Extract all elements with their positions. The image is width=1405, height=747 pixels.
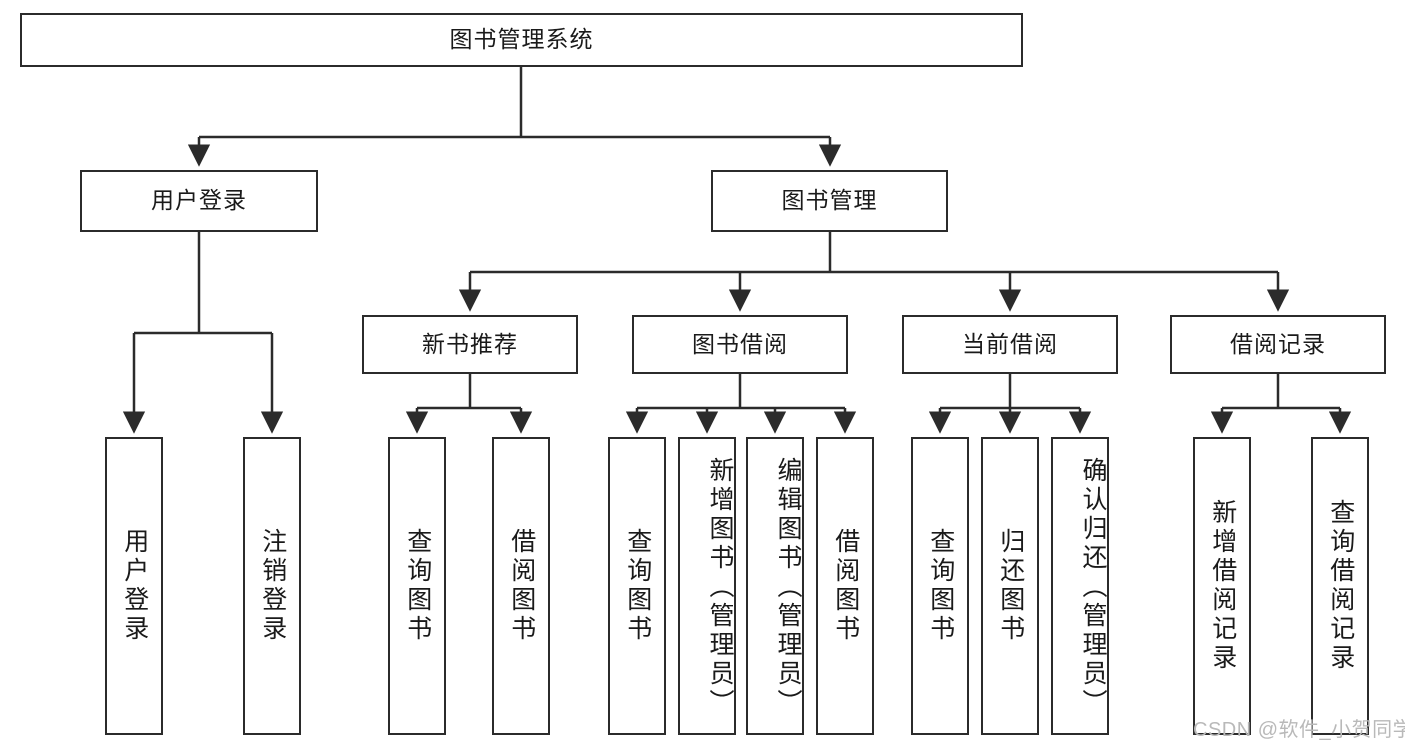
node-label: 用户登录: [151, 187, 247, 214]
node-label: 图书借阅: [692, 330, 788, 357]
node-current-borrow[interactable]: 当前借阅: [902, 315, 1118, 374]
leaf-query-book-current[interactable]: 查询图书: [911, 437, 969, 735]
node-label: 查询图书: [623, 528, 652, 644]
leaf-add-borrow-record[interactable]: 新增借阅记录: [1193, 437, 1251, 735]
leaf-borrow-book-recommend[interactable]: 借阅图书: [492, 437, 550, 735]
leaf-query-book-recommend[interactable]: 查询图书: [388, 437, 446, 735]
node-label: 新增借阅记录: [1208, 499, 1237, 673]
node-root-book-management-system[interactable]: 图书管理系统: [20, 13, 1023, 67]
node-label: 借阅记录: [1230, 330, 1326, 357]
leaf-edit-book-admin[interactable]: 编辑图书（管理员）: [746, 437, 804, 735]
leaf-borrow-book[interactable]: 借阅图书: [816, 437, 874, 735]
node-borrow-record[interactable]: 借阅记录: [1170, 315, 1386, 374]
node-label: 图书管理: [781, 187, 878, 214]
node-label: 编辑图书（管理员）: [774, 456, 802, 718]
leaf-user-login[interactable]: 用户登录: [105, 437, 163, 735]
node-label: 图书管理系统: [449, 26, 594, 53]
node-book-borrow[interactable]: 图书借阅: [632, 315, 848, 374]
node-label: 新书推荐: [422, 330, 518, 357]
node-label: 确认归还（管理员）: [1079, 456, 1107, 718]
leaf-confirm-return-admin[interactable]: 确认归还（管理员）: [1051, 437, 1109, 735]
leaf-query-borrow-record[interactable]: 查询借阅记录: [1311, 437, 1369, 735]
node-label: 借阅图书: [831, 528, 860, 644]
node-label: 归还图书: [996, 528, 1025, 644]
node-new-book-recommend[interactable]: 新书推荐: [362, 315, 578, 374]
node-user-login[interactable]: 用户登录: [80, 170, 318, 232]
leaf-query-book-borrow[interactable]: 查询图书: [608, 437, 666, 735]
node-label: 当前借阅: [962, 330, 1058, 357]
watermark-text: CSDN @软件_小贺同学: [1193, 719, 1405, 741]
leaf-add-book-admin[interactable]: 新增图书（管理员）: [678, 437, 736, 735]
node-label: 查询借阅记录: [1326, 499, 1355, 673]
node-label: 借阅图书: [507, 528, 536, 644]
leaf-logout-login[interactable]: 注销登录: [243, 437, 301, 735]
node-label: 新增图书（管理员）: [706, 456, 734, 718]
node-book-management[interactable]: 图书管理: [711, 170, 948, 232]
leaf-return-book[interactable]: 归还图书: [981, 437, 1039, 735]
node-label: 查询图书: [926, 528, 955, 644]
node-label: 注销登录: [258, 528, 287, 644]
node-label: 用户登录: [120, 528, 149, 644]
node-label: 查询图书: [403, 528, 432, 644]
